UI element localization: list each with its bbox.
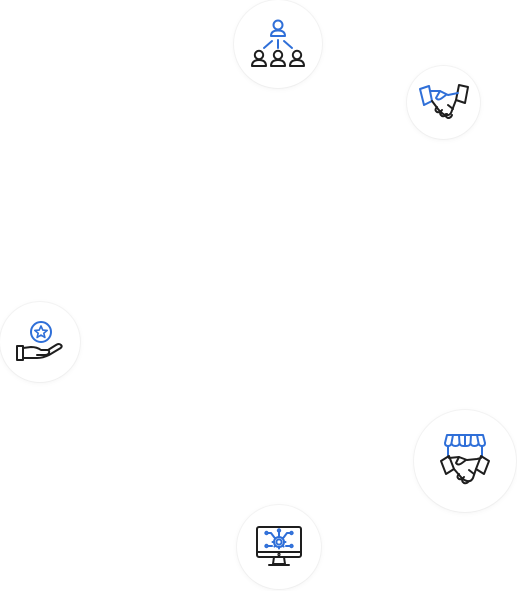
handshake-button[interactable] — [407, 66, 480, 139]
storefront-handshake-icon — [440, 434, 490, 485]
storefront-partnership-button[interactable] — [414, 410, 516, 512]
monitor-gear-icon — [256, 526, 302, 566]
handshake-icon — [418, 83, 469, 119]
hand-star-reward-icon — [16, 321, 63, 361]
reward-button[interactable] — [0, 302, 80, 382]
organization-chart-icon — [251, 19, 305, 67]
technology-button[interactable] — [237, 505, 321, 589]
organization-chart-button[interactable] — [234, 0, 322, 88]
